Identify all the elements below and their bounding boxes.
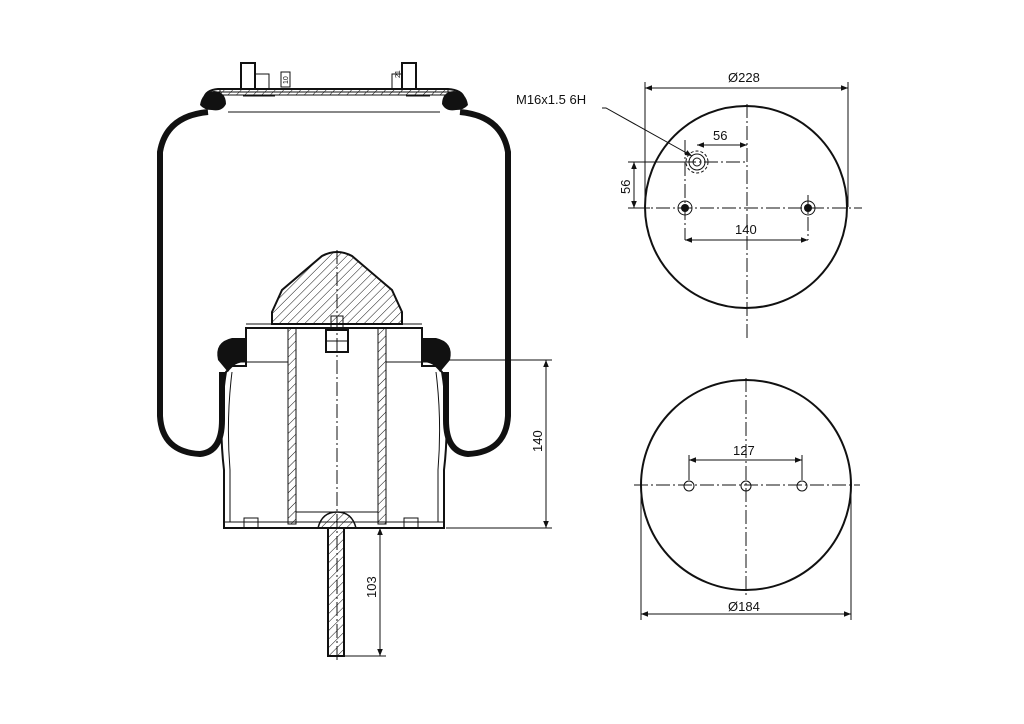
bottom-hole-right <box>796 480 808 492</box>
left-piston-bead <box>217 338 246 372</box>
side-view: 10 21 <box>157 62 552 660</box>
bumper <box>271 251 403 325</box>
bottom-view: 127 Ø184 <box>634 378 860 620</box>
right-stud <box>401 62 417 90</box>
dim-140-side: 140 <box>446 359 552 529</box>
top-circle <box>644 105 848 309</box>
left-stud <box>240 62 256 90</box>
dim-228-label: Ø228 <box>728 70 760 85</box>
bottom-stud <box>327 527 345 657</box>
bottom-hole-left <box>683 480 695 492</box>
dim-140-top-label: 140 <box>735 222 757 237</box>
dim-top-21: 21 <box>395 70 402 78</box>
left-bead <box>200 91 226 111</box>
thread-label: M16x1.5 6H <box>516 92 586 107</box>
piston <box>220 323 448 529</box>
top-view: Ø228 M16x1.5 6H 56 56 140 <box>516 70 862 338</box>
dim-top-10: 10 <box>283 76 290 84</box>
dim-103-label: 103 <box>364 576 379 598</box>
top-plate: 10 21 <box>203 62 465 99</box>
dim-103-side: 103 <box>344 528 386 657</box>
bellow-left <box>157 109 225 457</box>
bottom-hole-center <box>740 480 752 492</box>
dim-56-h-label: 56 <box>713 128 727 143</box>
bellow-right <box>443 109 511 457</box>
dim-184-label: Ø184 <box>728 599 760 614</box>
dim-56-v-label: 56 <box>618 180 633 194</box>
dim-127-label: 127 <box>733 443 755 458</box>
right-piston-bead <box>422 338 451 372</box>
right-bead <box>442 91 468 111</box>
dim-140-label: 140 <box>530 430 545 452</box>
